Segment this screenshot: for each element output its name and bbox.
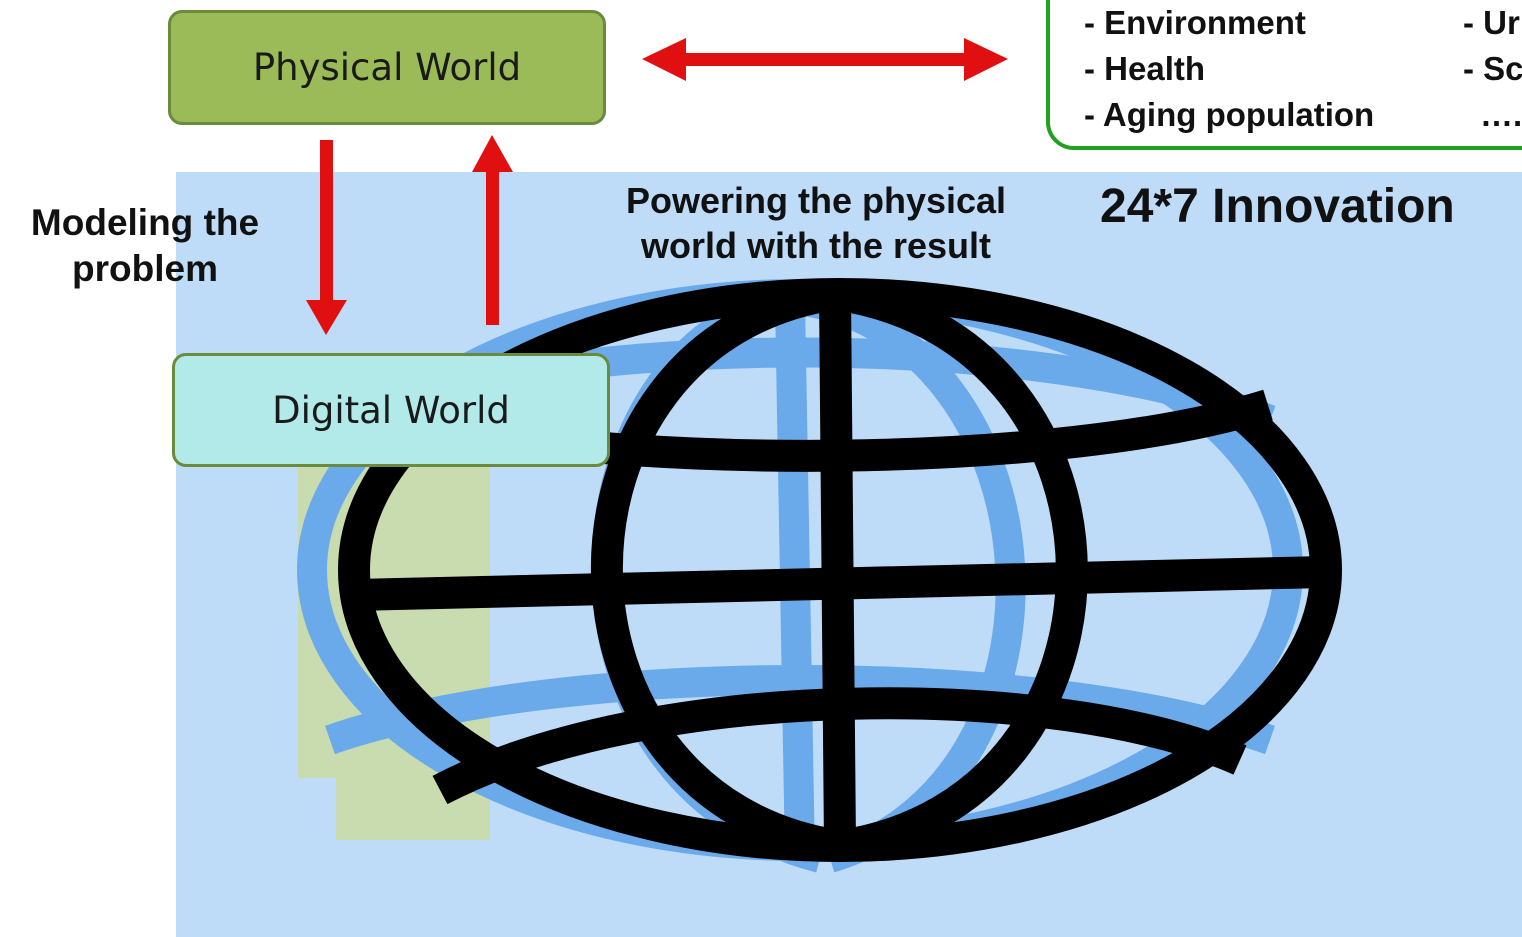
modeling-line-1: Modeling the: [30, 202, 260, 243]
challenge-item: - Aging population: [1084, 96, 1375, 133]
challenge-item: - Ur: [1463, 4, 1520, 41]
physical-world-box: Physical World: [168, 10, 606, 125]
innovation-label: 24*7 Innovation: [1100, 180, 1455, 233]
left-arrow-head: [642, 38, 686, 81]
down-arrow-head: [306, 300, 347, 335]
arrows: [306, 38, 1008, 335]
challenge-item: - Health: [1084, 50, 1206, 87]
globe-lines: [338, 278, 1342, 862]
modeling-line-2: problem: [72, 248, 218, 290]
digital-world-label: Digital World: [272, 388, 510, 432]
double-arrow-shaft: [680, 53, 970, 66]
powering-line-1: Powering the physical: [625, 180, 1007, 221]
powering-label: Powering the physical world with the res…: [566, 178, 1066, 268]
right-arrow-head: [964, 38, 1008, 81]
modeling-label: Modeling the problem: [0, 200, 290, 293]
challenge-item: - Environment: [1084, 4, 1306, 41]
up-arrow-head: [472, 135, 513, 172]
digital-world-box: Digital World: [172, 353, 610, 467]
challenge-item: ….: [1480, 96, 1522, 133]
powering-line-2: world with the result: [640, 225, 991, 266]
down-arrow-shaft: [320, 140, 333, 305]
up-arrow-shaft: [486, 170, 499, 325]
challenge-item: - Sc: [1463, 50, 1522, 87]
physical-world-label: Physical World: [252, 46, 522, 89]
challenges-box: [1046, 0, 1522, 150]
